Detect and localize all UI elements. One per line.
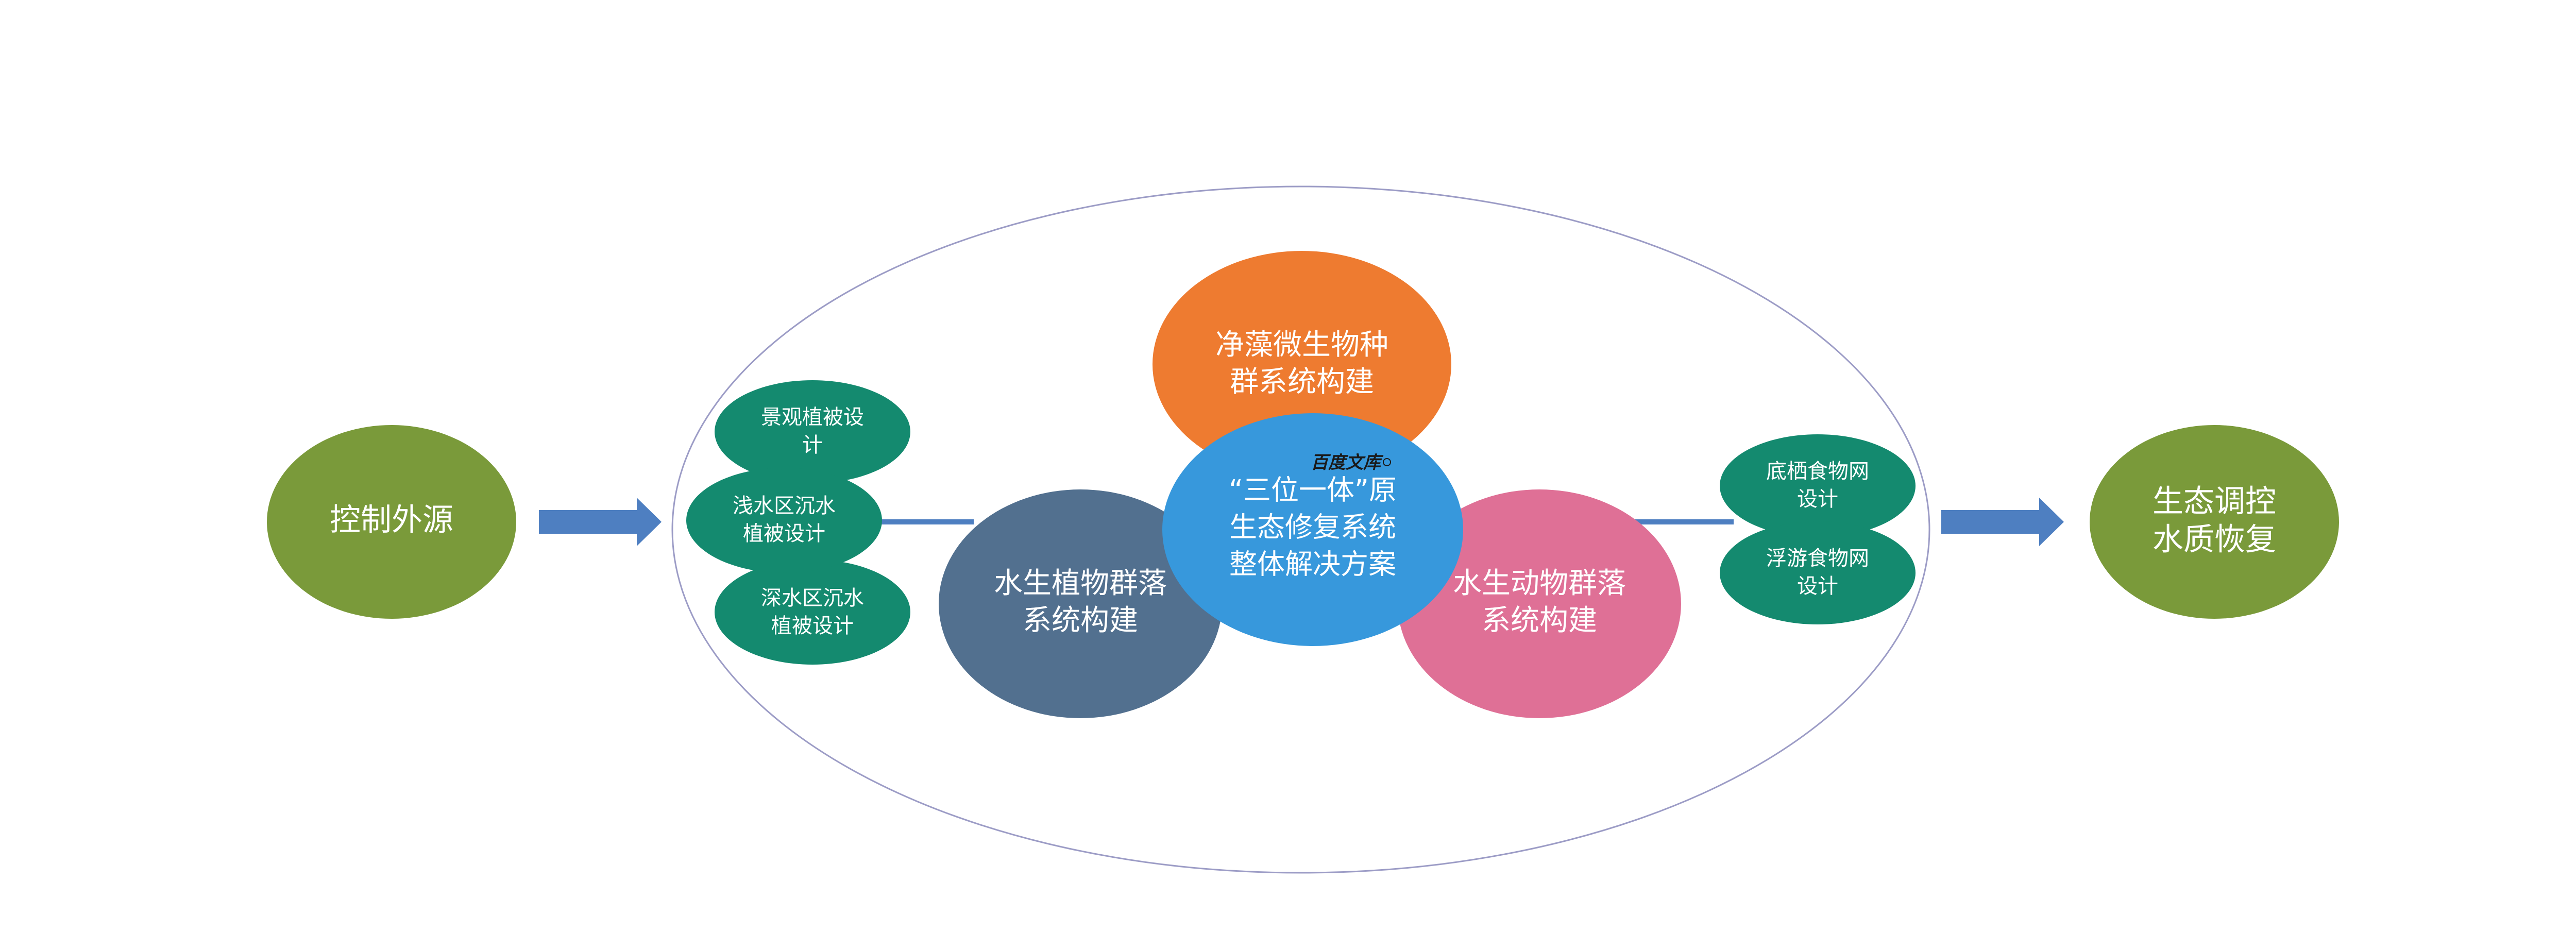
node-ecology-outcome: 生态调控 水质恢复 <box>2090 425 2339 619</box>
node-aquatic-animals-label-line2: 系统构建 <box>1482 604 1597 637</box>
node-aquatic-animals-label-line1: 水生动物群落 <box>1453 567 1626 600</box>
node-benthic-food-web: 底栖食物网 设计 <box>1720 434 1916 537</box>
node-algae-microbe-label-line1: 净藻微生物种 <box>1215 328 1388 362</box>
watermark-mark-icon <box>1383 458 1391 466</box>
node-deep-water-vegetation-label-line1: 深水区沉水 <box>761 586 864 610</box>
node-ecology-outcome-label-line1: 生态调控 <box>2153 484 2276 520</box>
node-benthic-food-web-shape <box>1720 434 1916 537</box>
node-planktonic-food-web: 浮游食物网 设计 <box>1720 521 1916 624</box>
node-control-source-shape <box>267 425 516 619</box>
watermark: 百度文库 <box>1311 452 1391 473</box>
node-landscape-vegetation-label-line1: 景观植被设 <box>761 405 864 429</box>
node-shallow-water-vegetation-label-line2: 植被设计 <box>743 522 825 546</box>
node-shallow-water-vegetation-label-line1: 浅水区沉水 <box>733 494 836 518</box>
node-deep-water-vegetation: 深水区沉水 植被设计 <box>715 560 910 665</box>
node-control-source: 控制外源 <box>267 425 516 619</box>
node-ecology-outcome-shape <box>2090 425 2339 619</box>
node-shallow-water-vegetation-shape <box>686 468 882 573</box>
node-aquatic-animals-shape <box>1398 489 1681 718</box>
node-core-solution-label-line2: 生态修复系统 <box>1229 511 1396 544</box>
node-benthic-food-web-label-line2: 设计 <box>1797 487 1838 511</box>
system-boundary-ellipse <box>671 185 1930 874</box>
node-aquatic-plants-label-line2: 系统构建 <box>1023 604 1138 637</box>
node-algae-microbe-shape <box>1153 251 1451 478</box>
node-planktonic-food-web-label-line1: 浮游食物网 <box>1766 547 1869 570</box>
node-deep-water-vegetation-label-line2: 植被设计 <box>771 614 854 638</box>
arrow-output-icon <box>1941 498 2064 546</box>
node-aquatic-animals: 水生动物群落 系统构建 <box>1398 489 1681 718</box>
node-deep-water-vegetation-shape <box>715 560 910 665</box>
node-core-solution-label-line3: 整体解决方案 <box>1229 548 1396 581</box>
node-aquatic-plants-shape <box>939 489 1222 718</box>
node-control-source-label: 控制外源 <box>330 502 453 538</box>
node-aquatic-plants-label-line1: 水生植物群落 <box>994 567 1167 600</box>
node-core-solution-label-line1: “三位一体”原 <box>1229 474 1397 506</box>
node-landscape-vegetation: 景观植被设 计 <box>715 380 910 483</box>
node-planktonic-food-web-shape <box>1720 521 1916 624</box>
node-algae-microbe: 净藻微生物种 群系统构建 <box>1153 251 1451 478</box>
node-landscape-vegetation-label-line2: 计 <box>802 433 823 457</box>
node-core-solution-shape <box>1162 413 1463 646</box>
arrow-input-icon <box>539 498 662 546</box>
node-algae-microbe-label-line2: 群系统构建 <box>1230 365 1374 399</box>
node-ecology-outcome-label-line2: 水质恢复 <box>2153 522 2276 558</box>
node-planktonic-food-web-label-line2: 设计 <box>1797 574 1838 598</box>
node-benthic-food-web-label-line1: 底栖食物网 <box>1766 460 1869 483</box>
watermark-text: 百度文库 <box>1311 452 1384 473</box>
node-landscape-vegetation-shape <box>715 380 910 483</box>
node-shallow-water-vegetation: 浅水区沉水 植被设计 <box>686 468 882 573</box>
node-aquatic-plants: 水生植物群落 系统构建 <box>939 489 1222 718</box>
node-core-solution: “三位一体”原 生态修复系统 整体解决方案 <box>1162 413 1463 646</box>
